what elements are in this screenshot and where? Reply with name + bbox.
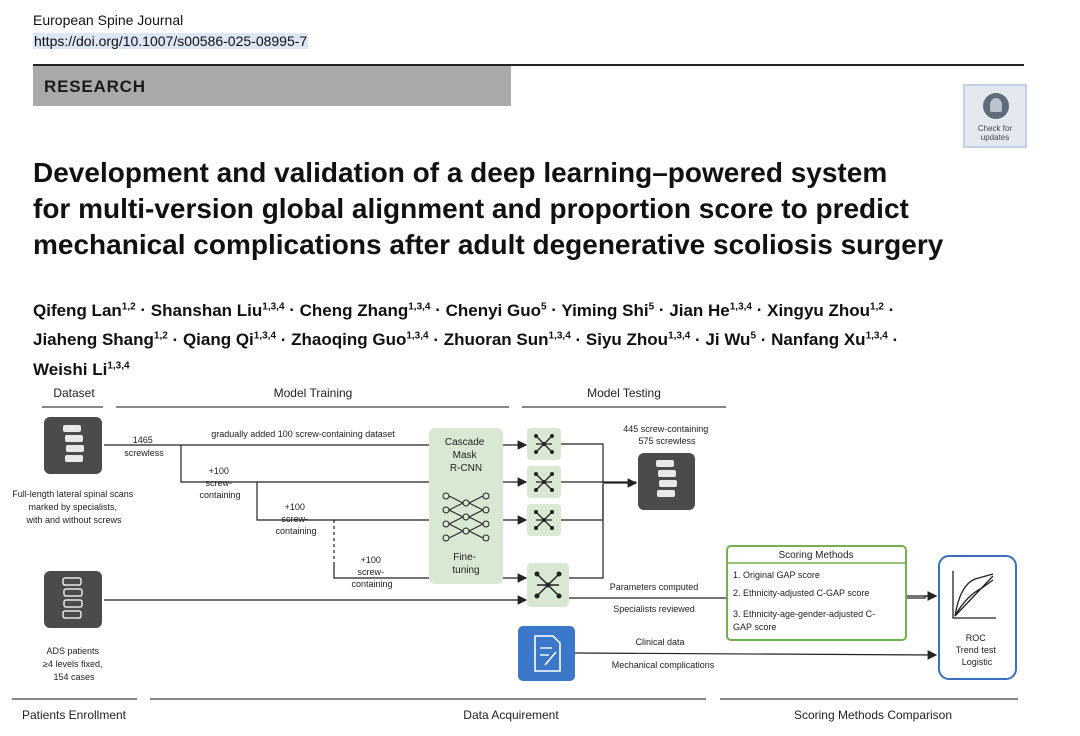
scoring-item: 2. Ethnicity-adjusted C-GAP score: [733, 588, 869, 598]
author-affiliation: 1,2: [153, 330, 168, 342]
bookmark-icon: [983, 93, 1009, 119]
author-affiliation: 5: [541, 301, 547, 312]
author[interactable]: Zhaoqing Guo1,3,4: [291, 330, 428, 349]
author-affiliation: 1,3,4: [865, 330, 888, 342]
section-comparison: Scoring Methods Comparison: [794, 708, 952, 722]
journal-name: European Spine Journal: [33, 12, 184, 28]
author[interactable]: Ji Wu5: [705, 330, 756, 349]
author-affiliation: 1,3,4: [107, 360, 130, 372]
section-banner: RESEARCH: [33, 66, 511, 106]
author-affiliation: 1,3,4: [548, 330, 571, 342]
model-icon: [527, 504, 561, 536]
add-step-1: +100 screw- containing: [199, 466, 240, 500]
add-step-3: +100 screw- containing: [351, 555, 392, 589]
model-name: Cascade Mask R-CNN: [445, 437, 487, 474]
graphical-abstract: Dataset Model Training Model Testing Ful…: [12, 386, 1018, 722]
patient-xray-icon: [44, 571, 102, 628]
author[interactable]: Siyu Zhou1,3,4: [586, 330, 690, 349]
mechanical-label: Mechanical complications: [612, 660, 715, 670]
author[interactable]: Qiang Qi1,3,4: [183, 330, 276, 349]
author[interactable]: Weishi Li1,3,4: [33, 360, 130, 379]
model-icon: [527, 466, 561, 498]
patients-caption: ADS patients ≥4 levels fixed, 154 cases: [43, 646, 105, 682]
author[interactable]: Shanshan Liu1,3,4: [151, 301, 285, 320]
spine-xray-icon: [44, 417, 102, 474]
author[interactable]: Chenyi Guo5: [446, 301, 547, 320]
author-name[interactable]: Jiaheng Shang: [33, 330, 154, 350]
author-name[interactable]: Shanshan Liu: [150, 300, 263, 320]
author[interactable]: Yiming Shi5: [561, 301, 654, 320]
author-affiliation: 5: [750, 330, 757, 342]
author-name[interactable]: Xingyu Zhou: [767, 300, 871, 320]
author-affiliation: 5: [648, 301, 655, 312]
author-name[interactable]: Zhaoqing Guo: [291, 330, 407, 350]
author-name[interactable]: Jian He: [669, 300, 730, 320]
scoring-item: GAP score: [733, 622, 776, 632]
doi-link[interactable]: https://doi.org/10.1007/s00586-025-08995…: [33, 33, 309, 49]
roc-label: ROC Trend test Logistic: [956, 633, 999, 667]
screwless-label: 1465 screwless: [124, 435, 164, 458]
author-name[interactable]: Siyu Zhou: [585, 330, 669, 350]
test-set-label: 445 screw-containing 575 screwless: [623, 424, 711, 446]
author-name[interactable]: Weishi Li: [33, 359, 108, 379]
scoring-title: Scoring Methods: [778, 550, 853, 561]
test-set-icon: [638, 453, 695, 510]
author[interactable]: Xingyu Zhou1,2: [767, 301, 884, 320]
author-affiliation: 1,3,4: [262, 301, 285, 312]
header-rule: [33, 64, 1024, 66]
author-name[interactable]: Chenyi Guo: [445, 300, 541, 320]
author-name[interactable]: Nanfang Xu: [771, 330, 866, 350]
section-testing: Model Testing: [587, 386, 661, 400]
scoring-item: 1. Original GAP score: [733, 570, 820, 580]
author-name[interactable]: Qiang Qi: [182, 330, 254, 350]
author[interactable]: Zhuoran Sun1,3,4: [444, 330, 571, 349]
paper-title: Development and validation of a deep lea…: [33, 155, 993, 263]
roc-curve-icon: [952, 571, 996, 619]
dataset-caption: Full-length lateral spinal scans marked …: [12, 489, 136, 525]
author[interactable]: Cheng Zhang1,3,4: [300, 301, 431, 320]
author-name[interactable]: Yiming Shi: [561, 300, 649, 320]
section-dataset: Dataset: [53, 386, 95, 400]
author-name[interactable]: Ji Wu: [705, 330, 751, 350]
author-affiliation: 1,3,4: [253, 330, 277, 342]
section-label: RESEARCH: [44, 77, 146, 96]
author-affiliation: 1,3,4: [729, 301, 752, 312]
gradual-label: gradually added 100 screw-containing dat…: [211, 429, 395, 439]
fine-tuning-label: Fine- tuning: [452, 552, 479, 576]
author[interactable]: Nanfang Xu1,3,4: [771, 330, 888, 349]
document-icon: [518, 626, 575, 681]
neural-network-icon: [442, 492, 490, 542]
title-line: for multi-version global alignment and p…: [33, 193, 909, 224]
author-name[interactable]: Cheng Zhang: [299, 300, 409, 320]
author-affiliation: 1,3,4: [406, 330, 429, 342]
author-name[interactable]: Qifeng Lan: [33, 300, 122, 320]
specialists-reviewed-label: Specialists reviewed: [613, 604, 695, 614]
params-computed-label: Parameters computed: [610, 582, 699, 592]
author-affiliation: 1,3,4: [408, 301, 431, 312]
author-affiliation: 1,2: [121, 301, 136, 312]
add-step-2: +100 screw- containing: [275, 502, 316, 536]
title-line: mechanical complications after adult deg…: [33, 229, 944, 260]
final-model-icon: [527, 563, 569, 607]
author[interactable]: Qifeng Lan1,2: [33, 301, 136, 320]
model-icon: [527, 428, 561, 460]
section-enrollment: Patients Enrollment: [22, 708, 127, 722]
scoring-methods-box: [726, 545, 907, 641]
author[interactable]: Jiaheng Shang1,2: [33, 330, 168, 349]
author[interactable]: Jian He1,3,4: [669, 301, 752, 320]
title-line: Development and validation of a deep lea…: [33, 157, 888, 188]
author-affiliation: 1,3,4: [668, 330, 691, 342]
scoring-item: 3. Ethnicity-age-gender-adjusted C-: [733, 609, 875, 619]
author-affiliation: 1,2: [870, 301, 884, 312]
section-training: Model Training: [274, 386, 353, 400]
clinical-data-label: Clinical data: [635, 637, 684, 647]
doi-text[interactable]: https://doi.org/10.1007/s00586-025-08995…: [33, 33, 309, 49]
section-acquirement: Data Acquirement: [463, 708, 559, 722]
author-list: Qifeng Lan1,2 · Shanshan Liu1,3,4 · Chen…: [33, 300, 899, 379]
author-name[interactable]: Zhuoran Sun: [443, 330, 549, 350]
